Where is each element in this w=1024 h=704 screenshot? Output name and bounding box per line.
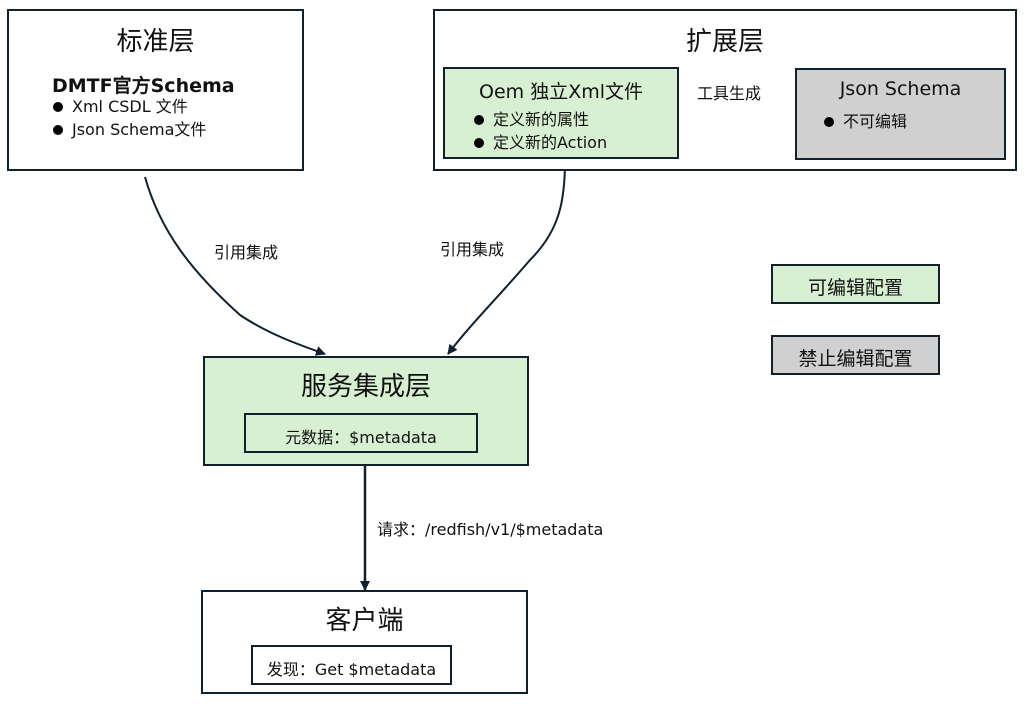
legend-editable: 可编辑配置 <box>771 264 940 304</box>
json-schema-box: Json Schema 不可编辑 <box>795 68 1006 160</box>
legend-editable-label: 可编辑配置 <box>807 277 903 299</box>
left-reference-label: 引用集成 <box>214 243 279 262</box>
discover-box: 发现：Get $metadata <box>251 645 452 685</box>
standard-layer-list: Xml CSDL 文件 Json Schema文件 <box>52 95 206 141</box>
request-label: 请求：/redfish/v1/$metadata <box>377 520 604 539</box>
legend-locked: 禁止编辑配置 <box>771 335 940 375</box>
standard-layer-title: 标准层 <box>116 27 195 57</box>
legend-locked-label: 禁止编辑配置 <box>798 348 913 370</box>
client-box: 客户端 发现：Get $metadata <box>201 590 528 694</box>
service-layer-title: 服务集成层 <box>300 372 431 402</box>
oem-xml-box: Oem 独立Xml文件 定义新的属性 定义新的Action <box>443 67 679 159</box>
dmtf-schema-heading: DMTF官方Schema <box>52 75 235 97</box>
list-item: Xml CSDL 文件 <box>52 95 206 118</box>
metadata-box: 元数据：$metadata <box>244 413 478 453</box>
tool-generate-label: 工具生成 <box>697 84 762 103</box>
client-title: 客户端 <box>325 606 404 636</box>
discover-label: 发现：Get $metadata <box>266 660 437 679</box>
service-layer-box: 服务集成层 元数据：$metadata <box>203 356 529 466</box>
oem-xml-title: Oem 独立Xml文件 <box>479 81 643 103</box>
json-schema-title: Json Schema <box>839 78 962 100</box>
extension-layer-title: 扩展层 <box>685 27 764 57</box>
list-item: 定义新的Action <box>473 131 607 154</box>
list-item: Json Schema文件 <box>52 118 206 141</box>
left-reference-arrow <box>144 176 326 356</box>
right-reference-label: 引用集成 <box>440 240 505 259</box>
oem-xml-list: 定义新的属性 定义新的Action <box>473 108 607 154</box>
standard-layer-box: 标准层 DMTF官方Schema Xml CSDL 文件 Json Schema… <box>7 9 304 171</box>
metadata-label: 元数据：$metadata <box>285 428 437 447</box>
list-item: 不可编辑 <box>823 110 907 133</box>
json-schema-list: 不可编辑 <box>823 110 907 133</box>
list-item: 定义新的属性 <box>473 108 607 131</box>
